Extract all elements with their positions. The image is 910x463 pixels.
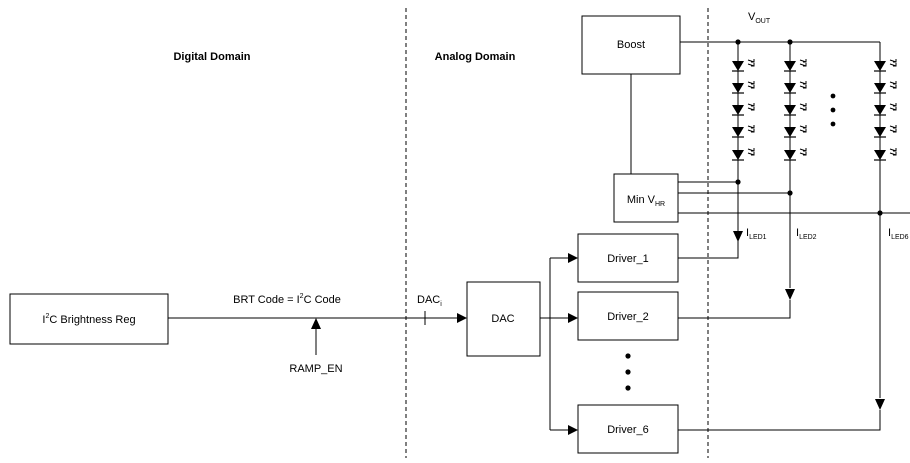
boost-label: Boost <box>617 39 645 51</box>
dac-block <box>466 281 541 357</box>
iled6-arrow <box>875 399 885 410</box>
min-vhr-label: Min VHR <box>627 194 665 208</box>
led-diode-icon <box>784 125 807 138</box>
driver1-input-arrow <box>568 253 578 263</box>
iled1-arrow <box>733 231 743 242</box>
driver6-input-arrow <box>568 425 578 435</box>
led-diode-icon <box>732 103 755 116</box>
led-string-ellipsis-dot <box>830 93 836 99</box>
vout-label: VOUT <box>748 11 771 25</box>
driver1-output-wire <box>678 242 739 259</box>
led-diode-icon <box>784 103 807 116</box>
led-string-ellipsis-dot <box>830 121 836 127</box>
brightness-reg-label: I2C Brightness Reg <box>42 313 135 326</box>
driver-1-block <box>577 233 679 283</box>
sense-junction-2 <box>787 190 793 196</box>
iled1-label: ILED1 <box>746 227 767 241</box>
driver6-output-wire <box>678 410 881 431</box>
led-diode-icon <box>732 59 755 72</box>
dac-label: DAC <box>491 313 514 325</box>
led-diode-icon <box>732 148 755 161</box>
digital-domain-heading: Digital Domain <box>173 51 250 63</box>
sense-junction-6 <box>877 210 883 216</box>
driver2-input-arrow <box>568 313 578 323</box>
led-diode-icon <box>732 81 755 94</box>
ramp-en-arrow <box>311 318 321 329</box>
min-vhr-block <box>613 173 679 223</box>
boost-block <box>581 15 681 75</box>
analog-domain-heading: Analog Domain <box>435 51 516 63</box>
driver-2-label: Driver_2 <box>607 311 649 323</box>
led-diodes <box>732 59 897 161</box>
brt-code-arrow <box>457 313 467 323</box>
ramp-en-label: RAMP_EN <box>289 363 342 375</box>
sense-junction-1 <box>735 179 741 185</box>
led-diode-icon <box>784 81 807 94</box>
iled6-label: ILED6 <box>888 227 909 241</box>
brt-code-label: BRT Code = I2C Code <box>233 293 341 306</box>
driver2-output-wire <box>678 300 791 319</box>
driver-6-label: Driver_6 <box>607 424 649 436</box>
driver-6-block <box>577 404 679 454</box>
iled2-arrow <box>785 289 795 300</box>
driver-1-label: Driver_1 <box>607 253 649 265</box>
brightness-reg-block <box>9 293 169 345</box>
iled2-label: ILED2 <box>796 227 817 241</box>
led-string-ellipsis-dot <box>830 107 836 113</box>
led-diode-icon <box>874 103 897 116</box>
led-diode-icon <box>784 59 807 72</box>
driver-ellipsis-dot <box>625 369 631 375</box>
led-diode-icon <box>732 125 755 138</box>
dac-input-label: DACi <box>417 294 442 308</box>
driver-2-block <box>577 291 679 341</box>
led-diode-icon <box>784 148 807 161</box>
driver-ellipsis-dot <box>625 353 631 359</box>
led-diode-icon <box>874 125 897 138</box>
led-diode-icon <box>874 81 897 94</box>
driver-ellipsis-dot <box>625 385 631 391</box>
led-diode-icon <box>874 59 897 72</box>
led-diode-icon <box>874 148 897 161</box>
